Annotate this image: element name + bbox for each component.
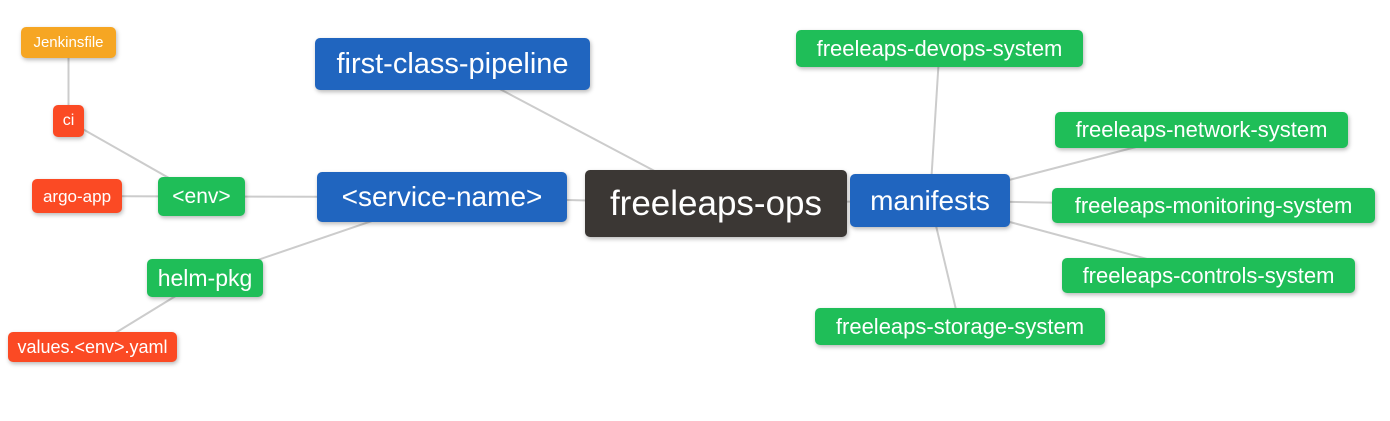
mindmap-node-storage-system[interactable]: freeleaps-storage-system bbox=[815, 308, 1105, 345]
mindmap-node-values-env-yaml[interactable]: values.<env>.yaml bbox=[8, 332, 177, 362]
mindmap-node-controls-system[interactable]: freeleaps-controls-system bbox=[1062, 258, 1355, 293]
mindmap-node-manifests[interactable]: manifests bbox=[850, 174, 1010, 227]
mindmap-node-helm-pkg[interactable]: helm-pkg bbox=[147, 259, 263, 297]
mindmap-node-jenkinsfile[interactable]: Jenkinsfile bbox=[21, 27, 116, 58]
mindmap-node-network-system[interactable]: freeleaps-network-system bbox=[1055, 112, 1348, 148]
mindmap-node-monitoring-system[interactable]: freeleaps-monitoring-system bbox=[1052, 188, 1375, 223]
mindmap-node-ci[interactable]: ci bbox=[53, 105, 84, 137]
mindmap-node-argo-app[interactable]: argo-app bbox=[32, 179, 122, 213]
mindmap-node-first-class-pipeline[interactable]: first-class-pipeline bbox=[315, 38, 590, 90]
mindmap-node-env[interactable]: <env> bbox=[158, 177, 245, 216]
mindmap-node-service-name[interactable]: <service-name> bbox=[317, 172, 567, 222]
mindmap-node-freeleaps-ops[interactable]: freeleaps-ops bbox=[585, 170, 847, 237]
mindmap-node-devops-system[interactable]: freeleaps-devops-system bbox=[796, 30, 1083, 67]
